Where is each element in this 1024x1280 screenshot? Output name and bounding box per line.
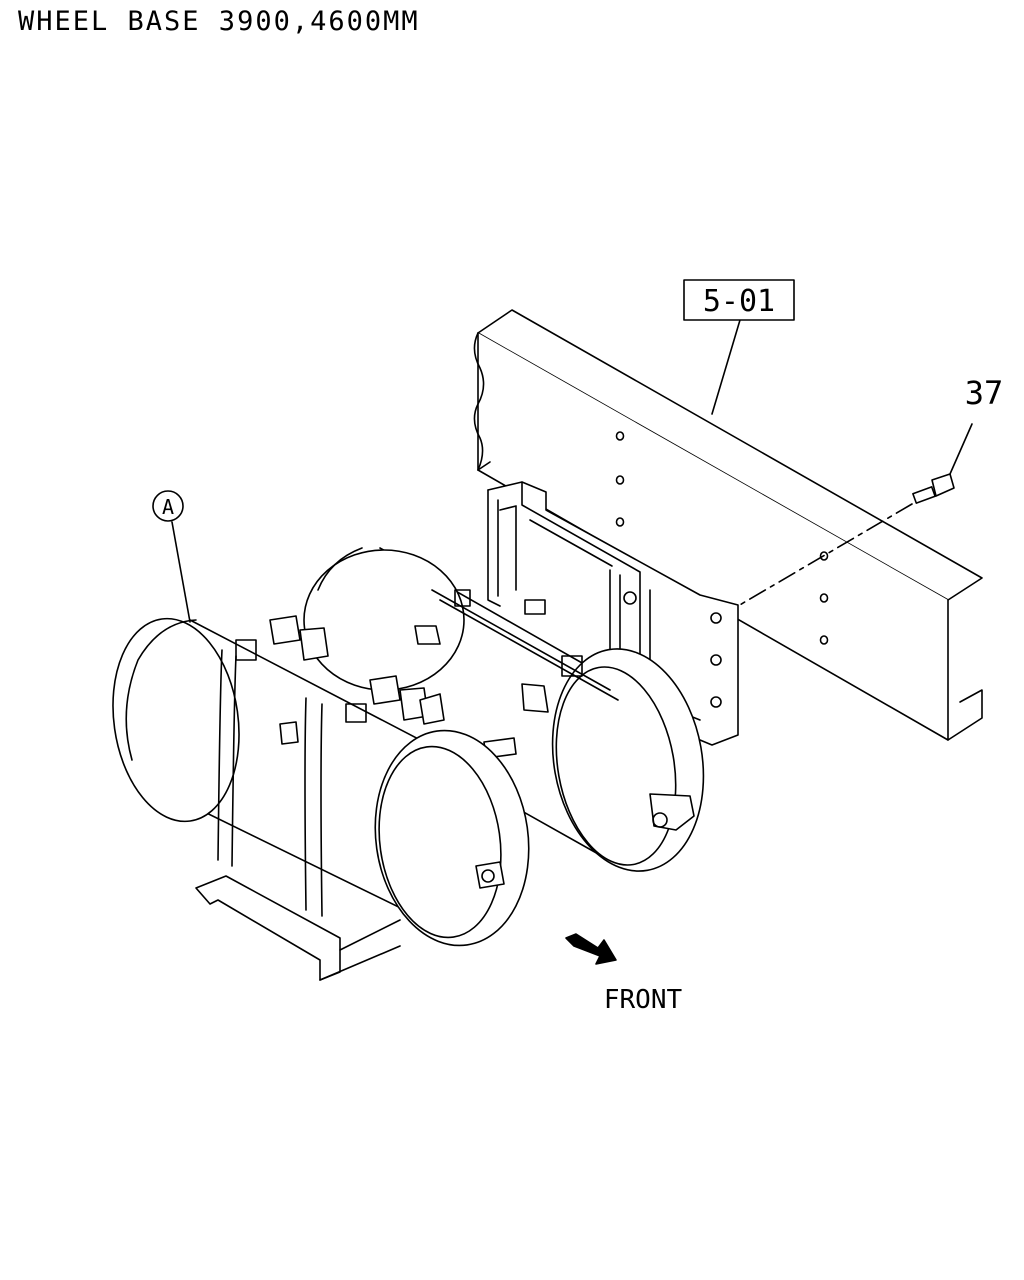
front-direction-label: FRONT (604, 985, 683, 1015)
air-tank-rear (303, 547, 705, 872)
air-tank-front (112, 617, 530, 947)
detail-marker-a (152, 490, 191, 623)
bolt-part-number: 37 (965, 374, 1004, 412)
tank-couplings (269, 615, 445, 725)
ref-leader-line (711, 319, 741, 415)
tank-bracket (487, 481, 739, 746)
ref-box-label: 5-01 (703, 284, 775, 319)
diagram-title: WHEEL BASE 3900,4600MM (18, 6, 420, 37)
lower-support (195, 875, 401, 981)
front-arrow-icon (565, 933, 617, 965)
ref-box (683, 279, 795, 321)
bolt-centerline (737, 503, 913, 607)
bolt-37 (912, 423, 973, 504)
detail-marker-label: A (162, 495, 174, 519)
